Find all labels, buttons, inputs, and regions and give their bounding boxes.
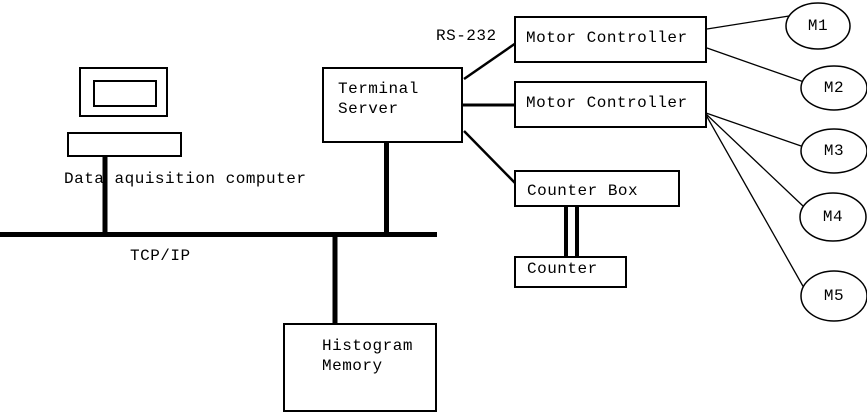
motor-controller-2-node — [514, 81, 707, 128]
computer-keyboard-icon — [67, 132, 182, 157]
motor-m5-label: M5 — [823, 287, 845, 305]
motor-m5-ellipse — [800, 270, 867, 322]
motor-controller-2-label: Motor Controller — [526, 94, 688, 112]
motor-m2-label: M2 — [823, 79, 845, 97]
counter-box-label: Counter Box — [527, 182, 639, 200]
histogram-memory-label-line2: Memory — [322, 357, 383, 375]
motor-m4-label: M4 — [822, 208, 844, 226]
link-line-ts-counterbox — [463, 130, 517, 185]
motor-controller-1-node — [514, 16, 707, 63]
histogram-memory-label-line1: Histogram — [322, 337, 413, 355]
terminal-server-node — [322, 67, 463, 143]
daq-computer-caption: Data aquisition computer — [64, 170, 307, 188]
motor-m1-ellipse — [785, 2, 851, 50]
counter-box-node — [514, 170, 680, 207]
motor-m1-label: M1 — [807, 17, 829, 35]
rs232-link-line-mc1 — [463, 41, 517, 81]
motor-m3-ellipse — [800, 128, 867, 174]
link-line-mc2-m3 — [705, 112, 805, 148]
link-line-mc2-m4 — [705, 113, 804, 207]
terminal-server-label-line1: Terminal — [338, 80, 419, 98]
link-line-mc1-m2 — [706, 47, 805, 83]
counter-label: Counter — [527, 260, 598, 278]
rs232-link-label: RS-232 — [436, 27, 497, 45]
link-line-mc1-m1 — [706, 15, 790, 30]
terminal-server-label-line2: Server — [338, 100, 399, 118]
computer-screen-icon — [93, 80, 157, 107]
motor-m3-label: M3 — [823, 142, 845, 160]
motor-controller-1-label: Motor Controller — [526, 29, 688, 47]
counter-node — [514, 256, 627, 288]
motor-m4-ellipse — [799, 192, 867, 242]
link-line-mc2-m5 — [705, 114, 805, 289]
tcpip-bus-label: TCP/IP — [130, 247, 191, 265]
histogram-memory-node — [283, 323, 437, 412]
motor-m2-ellipse — [800, 65, 867, 111]
